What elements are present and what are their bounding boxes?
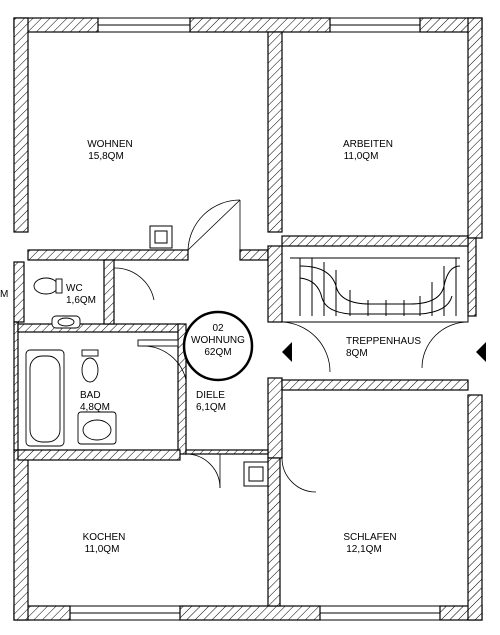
room-name-wohnen: WOHNEN bbox=[87, 139, 133, 150]
room-area-diele: 6,1QM bbox=[196, 402, 226, 413]
room-area-wohnen: 15,8QM bbox=[88, 151, 124, 162]
bad-toilet-icon bbox=[81, 357, 99, 383]
room-name-schlafen: SCHLAFEN bbox=[343, 532, 396, 543]
unit-label: WOHNUNG bbox=[191, 335, 245, 346]
room-labels: WOHNEN 15,8QM ARBEITEN 11,0QM WC 1,6QM B… bbox=[66, 139, 421, 555]
edge-mark: M bbox=[0, 289, 8, 300]
toilet-icon bbox=[33, 277, 59, 295]
sanitary-fixtures bbox=[25, 277, 179, 447]
room-name-diele: DIELE bbox=[196, 390, 225, 401]
room-name-treppenhaus: TREPPENHAUS bbox=[346, 336, 421, 347]
unit-marker-circle bbox=[182, 310, 254, 382]
unit-area: 62QM bbox=[204, 347, 231, 358]
left-arrow-icon bbox=[282, 342, 292, 362]
room-area-schlafen: 12,1QM bbox=[346, 544, 382, 555]
chimney-blocks bbox=[149, 225, 269, 487]
room-name-arbeiten: ARBEITEN bbox=[343, 139, 393, 150]
room-area-arbeiten: 11,0QM bbox=[344, 151, 379, 162]
right-arrow-icon bbox=[476, 342, 486, 362]
room-area-kochen: 11,0QM bbox=[85, 544, 120, 555]
interior-walls bbox=[17, 31, 469, 607]
room-area-wc: 1,6QM bbox=[66, 295, 96, 306]
room-area-bad: 4,8QM bbox=[80, 402, 110, 413]
room-name-wc: WC bbox=[66, 283, 83, 294]
staircase bbox=[281, 245, 469, 323]
room-area-treppenhaus: 8QM bbox=[346, 348, 368, 359]
room-name-kochen: KOCHEN bbox=[83, 532, 126, 543]
unit-number: 02 bbox=[212, 323, 224, 334]
room-name-bad: BAD bbox=[80, 390, 101, 401]
outer-walls bbox=[13, 17, 483, 621]
